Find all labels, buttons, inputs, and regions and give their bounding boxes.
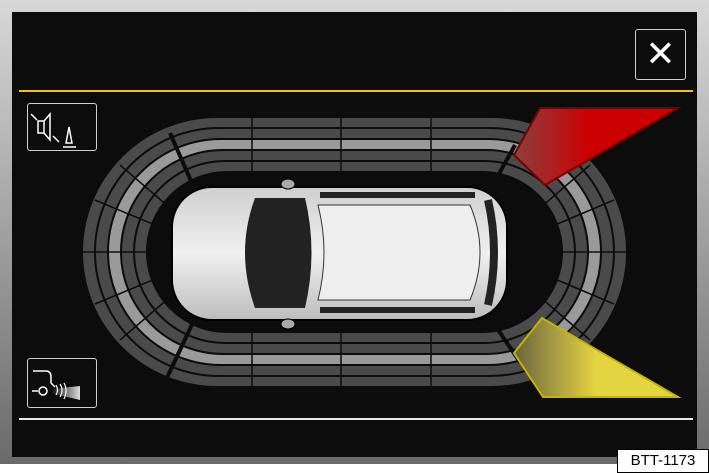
trailer-sensor-button[interactable]	[27, 358, 97, 408]
speaker-mute-warning-icon	[30, 111, 76, 148]
top-divider	[19, 90, 693, 92]
front-right-warning-zone	[512, 107, 682, 187]
figure-code-label: BTT-1173	[617, 449, 709, 473]
close-icon: ✕	[645, 33, 676, 74]
tow-hitch-sensor-icon	[32, 370, 80, 400]
close-button[interactable]: ✕	[635, 29, 686, 80]
rear-right-warning-zone	[512, 316, 682, 398]
vehicle-top-view	[171, 178, 508, 330]
mute-sound-button[interactable]	[27, 103, 97, 151]
bottom-divider	[19, 418, 693, 420]
